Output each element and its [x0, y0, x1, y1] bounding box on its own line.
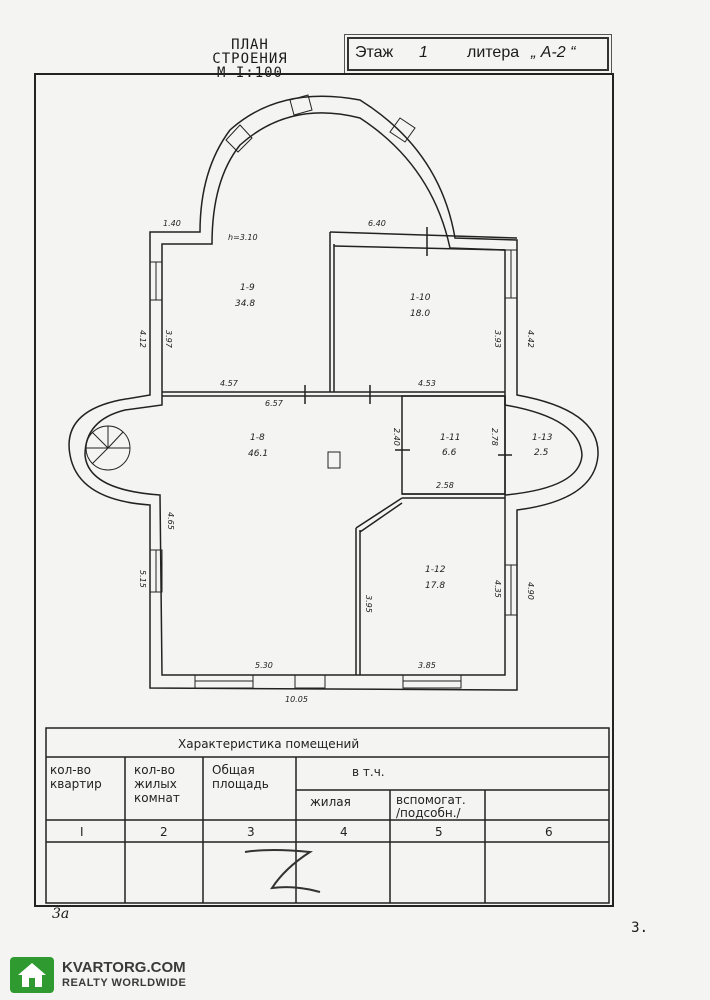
col2-line2: жилых — [134, 777, 177, 791]
room-1-9-id: 1-9 — [240, 283, 255, 293]
room-1-13-id: 1-13 — [532, 433, 553, 443]
dim-4-57: 4.57 — [220, 379, 239, 388]
handwritten-z-mark — [244, 849, 321, 893]
dim-2-58: 2.58 — [436, 481, 454, 490]
col-num-5: 5 — [435, 825, 443, 839]
chimney — [327, 451, 341, 469]
col1-line1: кол-во — [50, 763, 91, 777]
plan-frame — [34, 73, 614, 907]
col-num-1: I — [80, 825, 84, 839]
dim-4-12: 4.12 — [138, 330, 147, 348]
room-1-10-area: 18.0 — [410, 309, 430, 319]
window-arc-2 — [289, 94, 313, 116]
plan-title: ПЛАН СТРОЕНИЯ М I:100 — [190, 38, 310, 80]
col3-line2: площадь — [212, 777, 269, 791]
room-1-13-area: 2.5 — [534, 448, 549, 458]
dim-4-90: 4.90 — [526, 582, 535, 600]
table-caption: Характеристика помещений — [178, 737, 359, 751]
col3-line1: Общая — [212, 763, 255, 777]
room-1-11-walls — [401, 395, 506, 495]
dim-5-30: 5.30 — [255, 661, 273, 670]
room-1-8-area: 46.1 — [248, 449, 268, 459]
dim-1-40: 1.40 — [163, 219, 181, 228]
inner-wall — [84, 112, 583, 676]
col2-line1: кол-во — [134, 763, 175, 777]
floor-litera-stamp: Этаж 1 литера „ А-2 “ — [344, 34, 612, 74]
page-number: 3. — [631, 920, 648, 936]
spiral-staircase — [85, 425, 131, 471]
vtch-label: в т.ч. — [352, 765, 385, 779]
room-1-12-id: 1-12 — [425, 565, 446, 575]
col5-line2: /подсобн./ — [396, 806, 462, 820]
litera-value: „ А-2 “ — [531, 44, 576, 61]
kvartorg-logo: KVARTORG.COM REALTY WORLDWIDE — [8, 955, 198, 995]
dim-4-53: 4.53 — [418, 379, 436, 388]
col2-line3: комнат — [134, 791, 180, 805]
dim-h-3-10: h=3.10 — [228, 233, 258, 242]
litera-label: литера — [467, 44, 520, 61]
room-1-9-area: 34.8 — [235, 299, 255, 309]
col-num-3: 3 — [247, 825, 255, 839]
door-south — [294, 674, 326, 689]
room-1-11-area: 6.6 — [442, 448, 457, 458]
floor-label: Этаж — [355, 44, 394, 61]
room-1-8-id: 1-8 — [250, 433, 265, 443]
col-num-4: 4 — [340, 825, 348, 839]
window-arc-3 — [389, 117, 416, 143]
col5-line1: вспомогат. — [396, 793, 466, 807]
dim-4-42: 4.42 — [526, 330, 535, 348]
dim-6-57: 6.57 — [265, 399, 284, 408]
col-num-6: 6 — [545, 825, 553, 839]
dim-3-97: 3.97 — [164, 330, 173, 349]
dim-6-40: 6.40 — [368, 219, 386, 228]
col1-line2: квартир — [50, 777, 102, 791]
characteristics-table-grid — [45, 727, 610, 904]
logo-main-text: KVARTORG.COM — [62, 959, 186, 976]
outer-wall — [68, 95, 599, 691]
col4-label: жилая — [310, 795, 351, 809]
room-1-10-id: 1-10 — [410, 293, 431, 303]
dim-2-78: 2.78 — [490, 428, 499, 446]
dim-4-35: 4.35 — [493, 580, 502, 598]
floor-value: 1 — [419, 44, 428, 61]
dim-3-85: 3.85 — [418, 661, 436, 670]
dim-3-93: 3.93 — [493, 330, 502, 348]
dim-5-15: 5.15 — [138, 570, 147, 588]
dim-2-40: 2.40 — [392, 428, 401, 446]
col-num-2: 2 — [160, 825, 168, 839]
room-1-11-id: 1-11 — [440, 433, 460, 443]
house-logo-icon — [10, 957, 54, 993]
corner-note: 3а — [52, 906, 70, 922]
room-1-12-area: 17.8 — [425, 581, 445, 591]
dim-4-65: 4.65 — [166, 512, 175, 530]
dim-3-95: 3.95 — [364, 595, 373, 613]
house-icon — [18, 963, 46, 987]
dim-10-05: 10.05 — [285, 695, 308, 704]
window-arc-1 — [225, 124, 253, 153]
plan-title-line1: ПЛАН СТРОЕНИЯ — [212, 37, 288, 67]
logo-sub-text: REALTY WORLDWIDE — [62, 977, 187, 989]
